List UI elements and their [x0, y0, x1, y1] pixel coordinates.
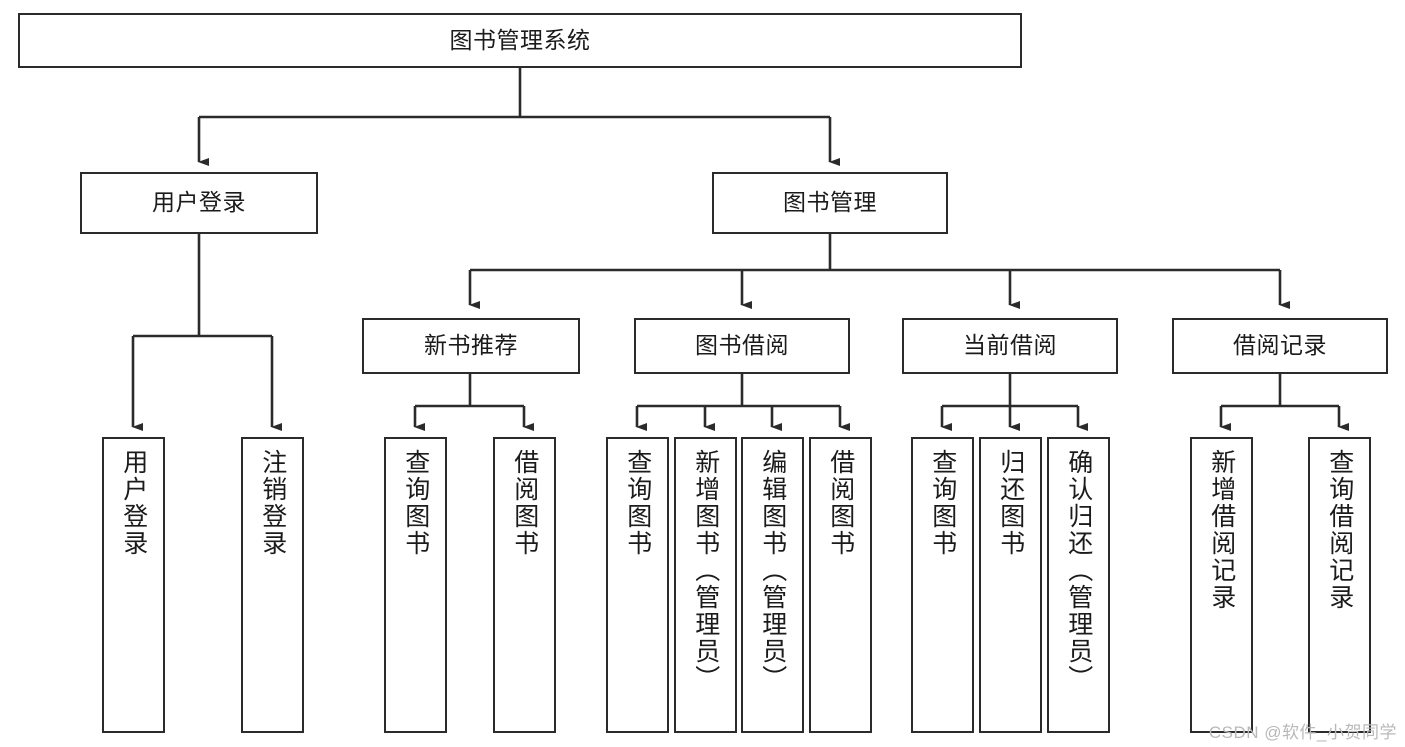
node-book-borrow[interactable]: 图书借阅 — [634, 318, 850, 374]
node-label: 新增图书（管理员） — [691, 449, 720, 692]
node-label: 查询图书 — [623, 449, 652, 557]
leaf-new-book-borrow-book[interactable]: 借阅图书 — [493, 437, 556, 733]
node-label: 查询图书 — [928, 449, 957, 557]
node-label: 确认归还（管理员） — [1064, 449, 1093, 692]
node-label: 新增借阅记录 — [1207, 449, 1236, 611]
node-label: 借阅记录 — [1233, 332, 1327, 359]
node-label: 新书推荐 — [424, 332, 518, 359]
node-label: 借阅图书 — [826, 449, 855, 557]
node-root-system[interactable]: 图书管理系统 — [18, 13, 1022, 68]
node-label: 图书借阅 — [695, 332, 789, 359]
node-label: 图书管理 — [783, 189, 877, 216]
leaf-user-login-logout[interactable]: 注销登录 — [241, 437, 304, 733]
leaf-current-borrow-return-book[interactable]: 归还图书 — [979, 437, 1042, 733]
node-book-management[interactable]: 图书管理 — [712, 172, 948, 234]
node-label: 编辑图书（管理员） — [758, 449, 787, 692]
node-new-book-recommend[interactable]: 新书推荐 — [362, 318, 580, 374]
node-user-login[interactable]: 用户登录 — [80, 172, 318, 234]
leaf-book-borrow-edit-book[interactable]: 编辑图书（管理员） — [741, 437, 804, 733]
node-label: 归还图书 — [996, 449, 1025, 557]
leaf-book-borrow-add-book[interactable]: 新增图书（管理员） — [674, 437, 737, 733]
node-borrow-record[interactable]: 借阅记录 — [1172, 318, 1388, 374]
node-label: 借阅图书 — [510, 449, 539, 557]
node-label: 查询图书 — [401, 449, 430, 557]
node-label: 查询借阅记录 — [1325, 449, 1354, 611]
node-label: 图书管理系统 — [449, 26, 591, 53]
node-label: 当前借阅 — [963, 332, 1057, 359]
leaf-book-borrow-query-book[interactable]: 查询图书 — [606, 437, 669, 733]
leaf-book-borrow-borrow-book[interactable]: 借阅图书 — [809, 437, 872, 733]
node-label: 用户登录 — [119, 449, 148, 557]
leaf-new-book-query-book[interactable]: 查询图书 — [384, 437, 447, 733]
watermark-text: CSDN @软件_小贺同学 — [1208, 723, 1397, 742]
leaf-current-borrow-query-book[interactable]: 查询图书 — [911, 437, 974, 733]
leaf-current-borrow-confirm-return[interactable]: 确认归还（管理员） — [1047, 437, 1110, 733]
node-current-borrow[interactable]: 当前借阅 — [902, 318, 1118, 374]
node-label: 用户登录 — [152, 189, 246, 216]
leaf-borrow-record-query-record[interactable]: 查询借阅记录 — [1308, 437, 1371, 733]
node-label: 注销登录 — [258, 449, 287, 557]
leaf-borrow-record-add-record[interactable]: 新增借阅记录 — [1190, 437, 1253, 733]
leaf-user-login-login[interactable]: 用户登录 — [102, 437, 165, 733]
